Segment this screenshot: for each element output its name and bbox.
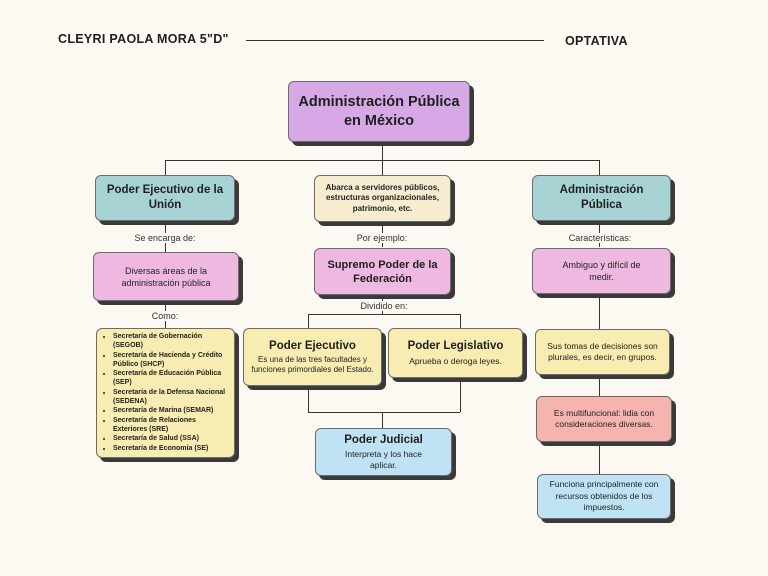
link-label: Se encarga de:: [115, 233, 215, 243]
poder-judicial-node: Poder Judicial Interpreta y los hace apl…: [315, 428, 452, 476]
connector: [460, 378, 462, 412]
link-label: Por ejemplo:: [342, 233, 422, 243]
diversas-areas-node: Diversas áreas de la administración públ…: [93, 252, 239, 301]
root-title: Administración Pública en México: [298, 93, 460, 129]
connector: [599, 160, 601, 175]
secretaria-item: Secretaría de Salud (SSA): [113, 434, 230, 443]
secretaria-item: Secretaría de Relaciones Exteriores (SRE…: [113, 416, 230, 435]
administracion-publica-node: Administración Pública: [532, 175, 671, 221]
secretarias-list: Secretaría de Gobernación (SEGOB)Secreta…: [101, 332, 230, 453]
connector: [382, 412, 384, 428]
supremo-poder-node: Supremo Poder de la Federación: [314, 248, 451, 295]
poder-legislativo-title: Poder Legislativo: [407, 340, 504, 352]
connector: [308, 386, 310, 412]
connector: [165, 160, 600, 162]
abarca-text: Abarca a servidores públicos, estructura…: [325, 182, 440, 213]
subject-label: OPTATIVA: [565, 34, 628, 48]
poder-legislativo-desc: Aprueba o deroga leyes.: [409, 356, 502, 366]
multifuncional-node: Es multifuncional: lidia con consideraci…: [536, 396, 672, 442]
author-name: CLEYRI PAOLA MORA 5"D": [58, 32, 229, 46]
administracion-publica-title: Administración Pública: [559, 184, 644, 211]
ambiguo-node: Ambiguo y difícil de medir.: [532, 248, 671, 294]
link-label: Dividido en:: [344, 301, 424, 311]
connector: [165, 160, 167, 175]
connector: [599, 375, 601, 396]
impuestos-node: Funciona principalmente con recursos obt…: [537, 474, 671, 519]
connector: [460, 314, 462, 328]
connector: [599, 442, 601, 474]
poder-ejecutivo-desc: Es una de las tres facultades y funcione…: [251, 354, 374, 375]
secretarias-list-node: Secretaría de Gobernación (SEGOB)Secreta…: [96, 328, 235, 458]
abarca-node: Abarca a servidores públicos, estructura…: [314, 175, 451, 222]
secretaria-item: Secretaría de Economía (SE): [113, 444, 230, 453]
decisiones-text: Sus tomas de decisiones son plurales, es…: [547, 340, 658, 363]
connector: [308, 314, 460, 316]
connector: [599, 295, 601, 329]
secretaria-item: Secretaría de Gobernación (SEGOB): [113, 332, 230, 351]
connector: [308, 314, 310, 328]
header-rule: [246, 40, 544, 42]
multifuncional-text: Es multifuncional: lidia con consideraci…: [553, 407, 655, 430]
poder-judicial-title: Poder Judicial: [344, 434, 423, 446]
ambiguo-text: Ambiguo y difícil de medir.: [562, 260, 641, 282]
secretaria-item: Secretaría de Educación Pública (SEP): [113, 369, 230, 388]
supremo-poder-title: Supremo Poder de la Federación: [327, 258, 438, 285]
secretaria-item: Secretaría de la Defensa Nacional (SEDEN…: [113, 388, 230, 407]
secretaria-item: Secretaría de Marina (SEMAR): [113, 406, 230, 415]
poder-ejecutivo-title: Poder Ejecutivo: [269, 339, 356, 352]
poder-judicial-desc: Interpreta y los hace aplicar.: [344, 449, 422, 470]
poder-ejecutivo-node: Poder Ejecutivo Es una de las tres facul…: [243, 328, 382, 386]
decisiones-node: Sus tomas de decisiones son plurales, es…: [535, 329, 670, 375]
connector: [308, 412, 460, 414]
link-label: Características:: [555, 233, 645, 243]
impuestos-text: Funciona principalmente con recursos obt…: [549, 479, 659, 513]
diversas-areas-text: Diversas áreas de la administración públ…: [121, 265, 211, 288]
poder-legislativo-node: Poder Legislativo Aprueba o deroga leyes…: [388, 328, 523, 378]
root-node: Administración Pública en México: [288, 81, 470, 142]
poder-ejecutivo-union-title: Poder Ejecutivo de la Unión: [106, 184, 224, 211]
poder-ejecutivo-union-node: Poder Ejecutivo de la Unión: [95, 175, 235, 221]
connector: [382, 143, 384, 176]
link-label: Como:: [135, 311, 195, 321]
secretaria-item: Secretaría de Hacienda y Crédito Público…: [113, 351, 230, 370]
